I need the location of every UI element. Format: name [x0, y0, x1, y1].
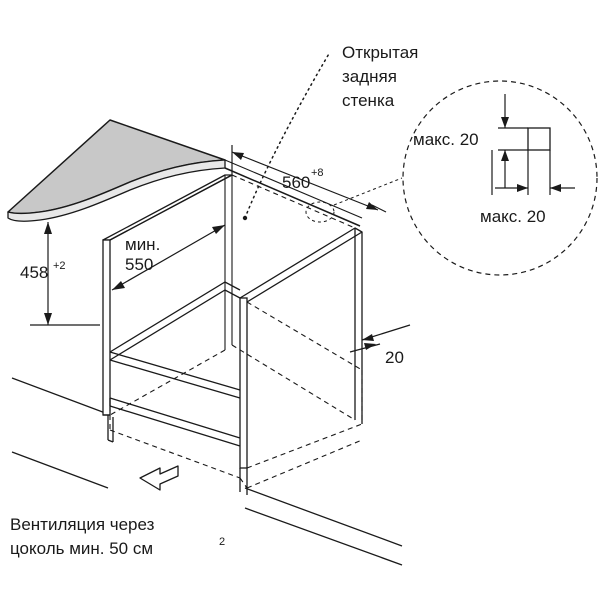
depth-label-line2: 550 [125, 255, 153, 274]
open-back-line3: стенка [342, 91, 395, 110]
niche-shelf [109, 281, 241, 399]
detail-connector [333, 177, 403, 206]
ventilation-line1: Вентиляция через [10, 515, 155, 534]
detail-max-vertical: макс. 20 [413, 130, 479, 149]
depth-label-line1: мин. [125, 235, 160, 254]
floor-lines [11, 377, 403, 566]
open-back-line1: Открытая [342, 43, 418, 62]
width-tolerance: +8 [311, 167, 324, 179]
detail-circle [402, 80, 598, 276]
ventilation-superscript: 2 [219, 536, 225, 548]
hidden-lines [109, 174, 363, 489]
ventilation-arrow [139, 465, 179, 491]
width-value: 560 [282, 173, 310, 192]
height-value: 458 [20, 263, 48, 282]
ventilation-line2: цоколь мин. 50 см [10, 539, 153, 558]
height-dimension [30, 222, 100, 326]
gap-dimension [349, 324, 411, 353]
left-side-panel [102, 174, 233, 416]
detail-marker [305, 201, 335, 223]
left-legs [107, 415, 114, 443]
open-back-leader [242, 51, 331, 221]
width-dimension [231, 145, 387, 213]
detail-max-horizontal: макс. 20 [480, 207, 546, 226]
detail-dimension [491, 94, 575, 195]
countertop [7, 119, 363, 227]
open-back-line2: задняя [342, 67, 397, 86]
gap-value: 20 [385, 348, 404, 367]
plinth-opening [109, 397, 241, 447]
height-tolerance: +2 [53, 260, 66, 272]
depth-dimension [111, 224, 226, 291]
